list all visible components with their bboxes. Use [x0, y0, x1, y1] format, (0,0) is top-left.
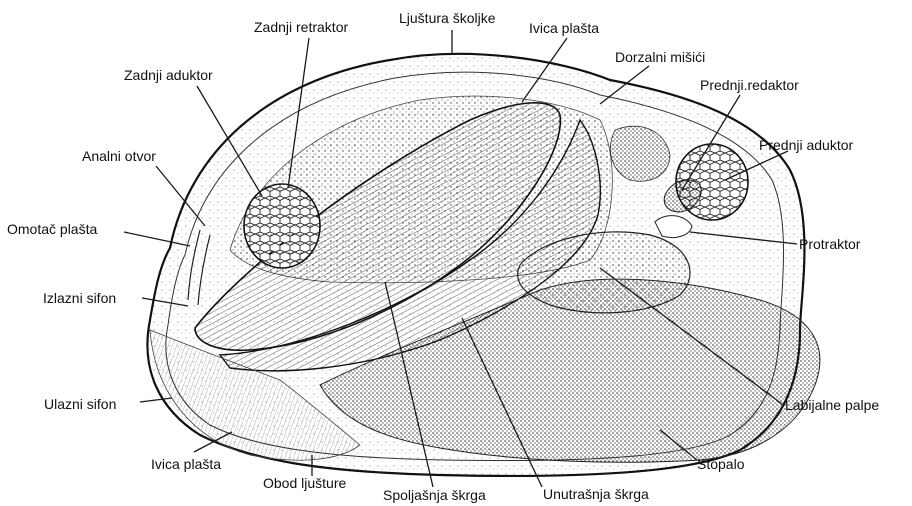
label-zadnji-retraktor: Zadnji retraktor [254, 19, 348, 35]
label-ljustura-skoljke: Ljuštura školjke [399, 10, 496, 26]
label-ivica-plasta-top: Ivica plašta [529, 20, 599, 36]
label-ulazni-sifon: Ulazni sifon [44, 396, 116, 412]
label-omotac-plasta: Omotač plašta [7, 221, 97, 237]
label-unutrasnja-skrga: Unutrašnja škrga [543, 486, 649, 502]
label-zadnji-aduktor: Zadnji aduktor [124, 67, 213, 83]
label-protraktor: Protraktor [799, 236, 861, 252]
label-izlazni-sifon: Izlazni sifon [43, 290, 116, 306]
posterior-adductor [244, 184, 320, 268]
label-analni-otvor: Analni otvor [82, 148, 156, 164]
label-labijalne-palpe: Labijalne palpe [785, 397, 879, 413]
label-ivica-plasta-bottom: Ivica plašta [151, 456, 221, 472]
label-spoljasnja-skrga: Spoljašnja škrga [383, 487, 486, 503]
label-prednji-aduktor: Prednji aduktor [759, 137, 854, 153]
label-dorzalni-misici: Dorzalni mišići [615, 49, 705, 65]
label-stopalo: Stopalo [697, 456, 745, 472]
label-prednji-redaktor: Prednji.redaktor [700, 77, 799, 93]
label-obod-ljusture: Obod ljušture [263, 475, 346, 491]
